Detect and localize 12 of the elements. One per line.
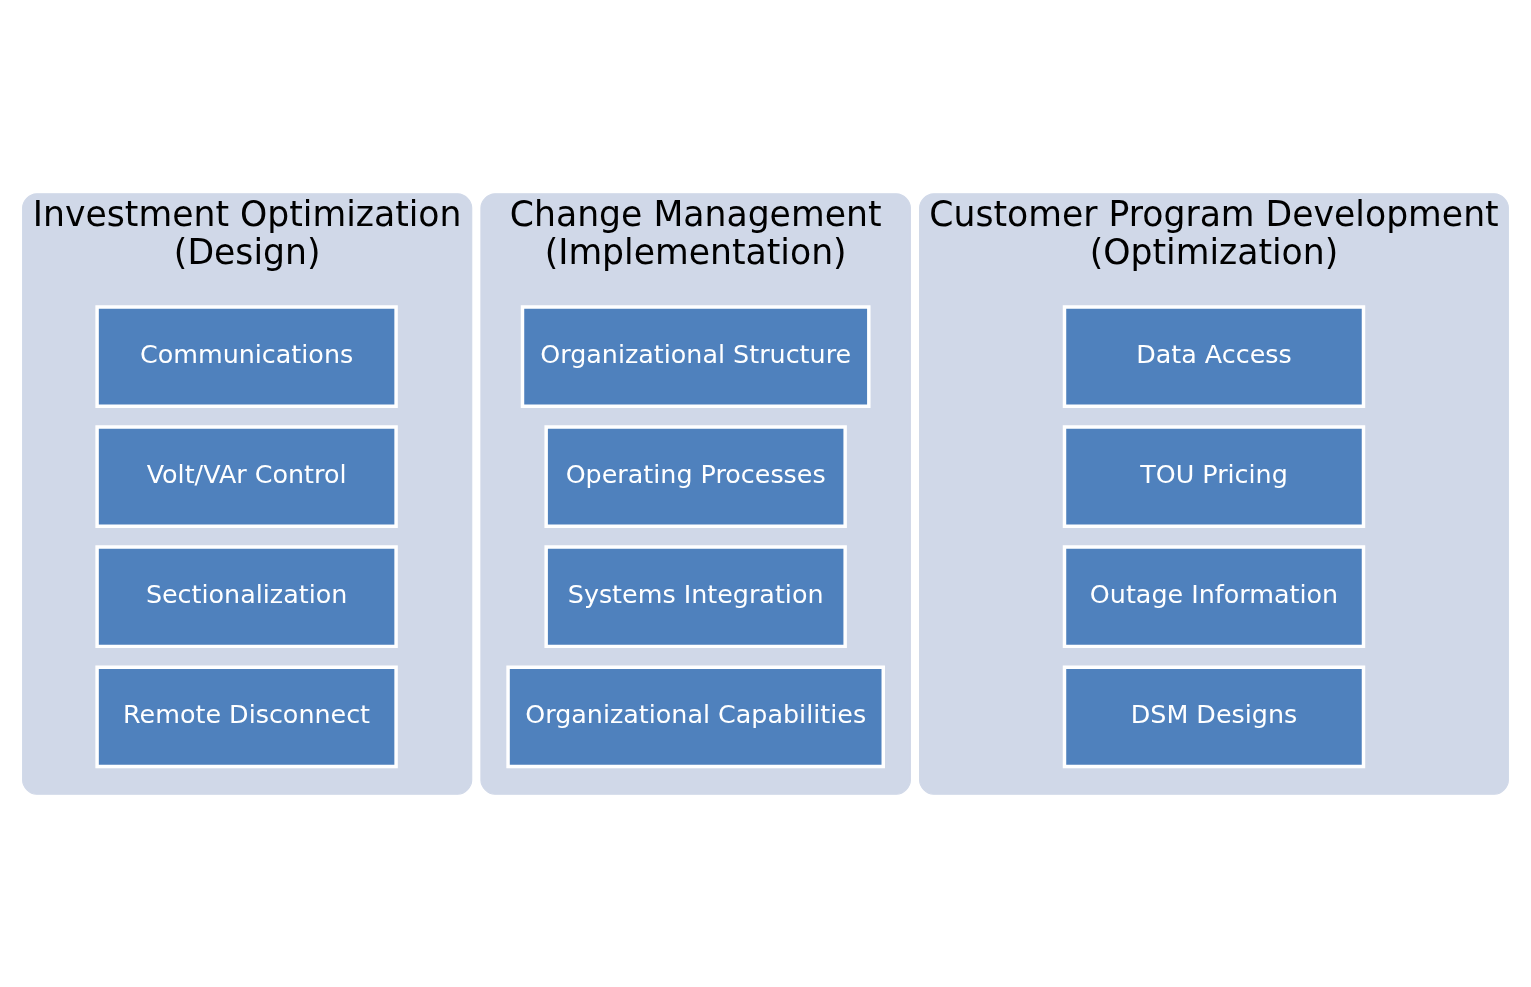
node-box: Communications xyxy=(95,304,398,408)
node-box: Sectionalization xyxy=(95,544,398,648)
node-box: Data Access xyxy=(1062,304,1366,408)
node-box: Outage Information xyxy=(1062,544,1366,648)
node-box: Organizational Capabilities xyxy=(506,664,885,768)
node-box: Remote Disconnect xyxy=(95,664,398,768)
node-box: Volt/VAr Control xyxy=(95,424,398,528)
node-box: Operating Processes xyxy=(544,424,847,528)
node-box: DSM Designs xyxy=(1062,664,1366,768)
node-box: Organizational Structure xyxy=(520,304,871,408)
node-box: TOU Pricing xyxy=(1062,424,1366,528)
node-box: Systems Integration xyxy=(544,544,847,648)
